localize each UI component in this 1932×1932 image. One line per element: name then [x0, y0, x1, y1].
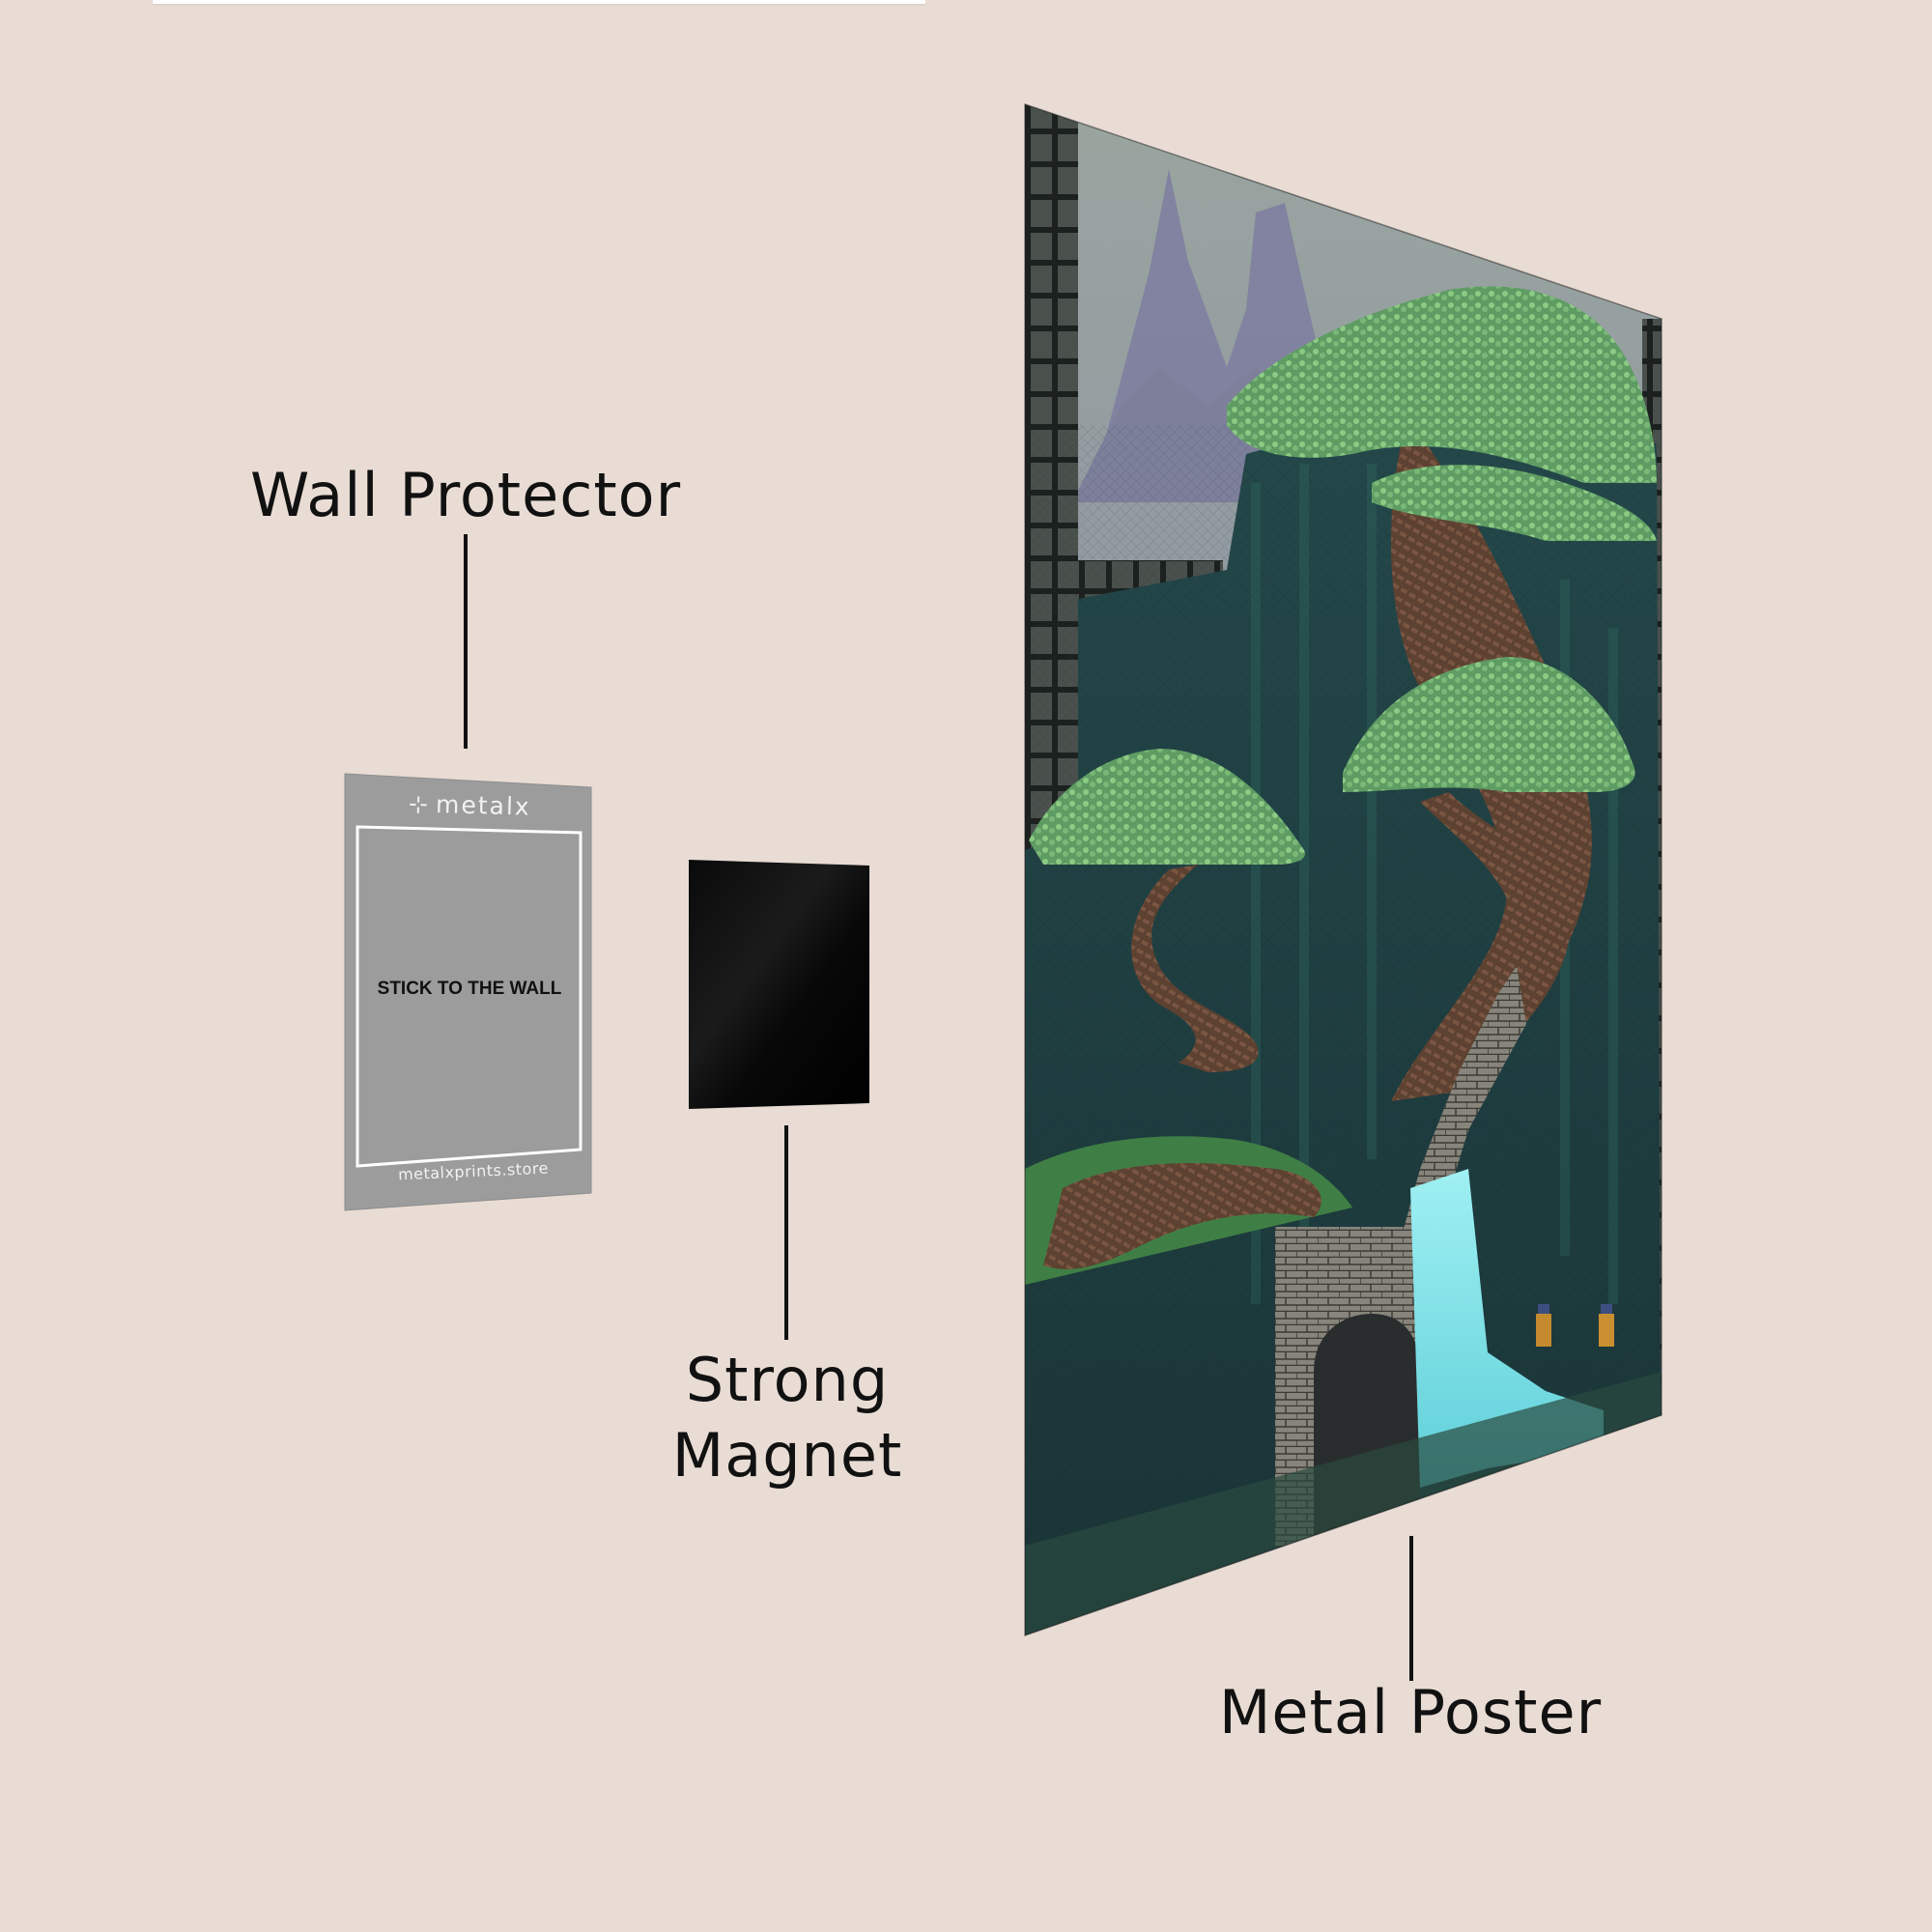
- label-metal-poster: Metal Poster: [1218, 1677, 1603, 1747]
- wall-protector-instruction: STICK TO THE WALL: [377, 979, 562, 999]
- top-edge-bar: [153, 0, 925, 4]
- metalx-logo-icon: ⊹: [408, 790, 431, 818]
- big-tree-canopy: [1227, 286, 1657, 541]
- label-strong-magnet-line1: Strong: [685, 1345, 890, 1415]
- left-tree: [1029, 749, 1305, 1072]
- figures: [1536, 1304, 1614, 1347]
- strong-magnet: [689, 860, 869, 1109]
- leader-line-metal-poster: [1409, 1536, 1413, 1681]
- label-strong-magnet: Strong Magnet: [638, 1343, 937, 1493]
- label-wall-protector: Wall Protector: [249, 460, 682, 530]
- middle-tree: [1343, 657, 1635, 1053]
- leader-line-wall-protector: [464, 534, 468, 749]
- brand-logo: ⊹metalx: [408, 789, 532, 821]
- leader-line-strong-magnet: [784, 1125, 788, 1340]
- metal-poster: [1025, 104, 1662, 1635]
- brand-logo-text: metalx: [435, 790, 532, 821]
- label-strong-magnet-line2: Magnet: [671, 1420, 903, 1491]
- wall-protector: [344, 773, 592, 1211]
- wall-protector-inner-border: [355, 825, 582, 1168]
